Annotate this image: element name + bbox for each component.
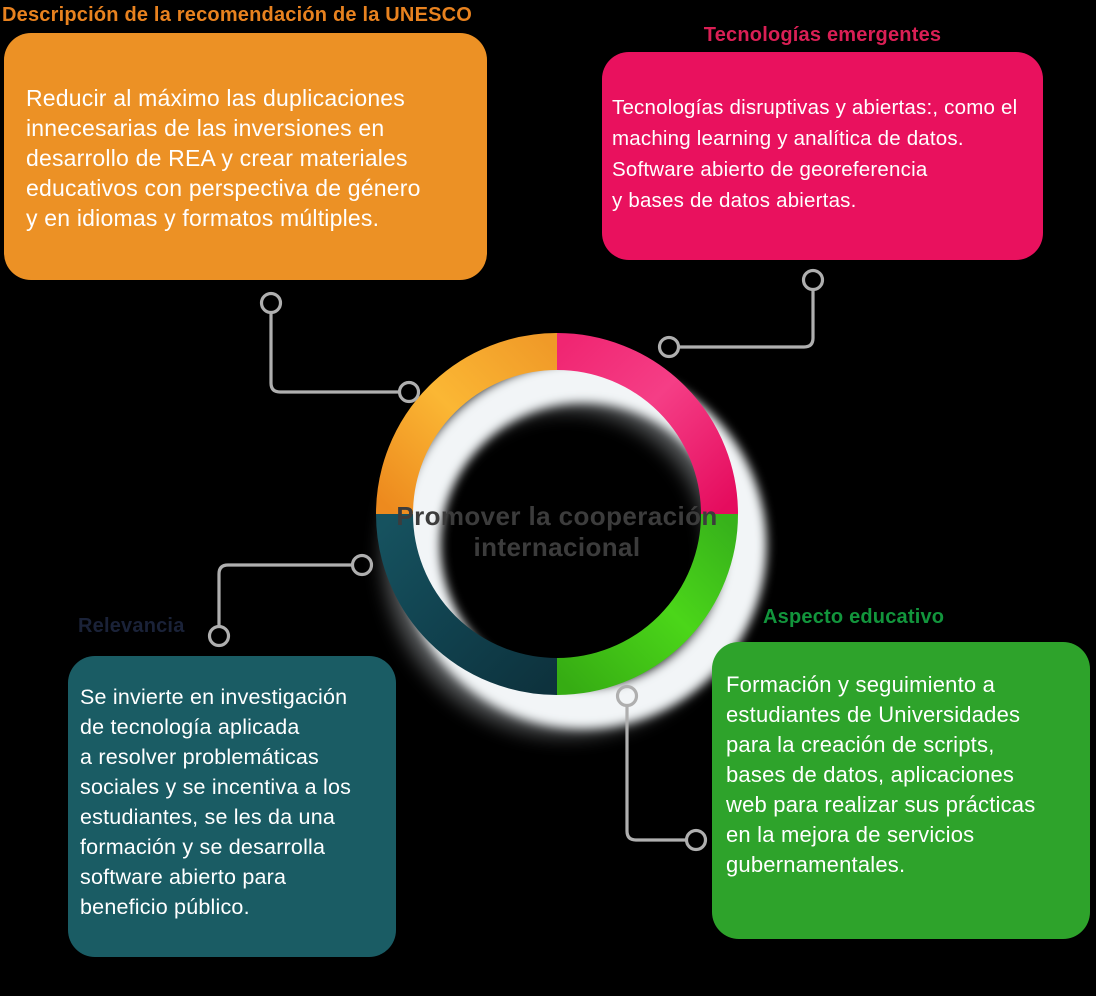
connector-emergentes [679, 290, 815, 349]
info-box-educativo: Formación y seguimiento a estudiantes de… [712, 642, 1090, 939]
section-title-emergentes: Tecnologías emergentes [703, 24, 942, 46]
section-title-educativo: Aspecto educativo [763, 606, 945, 628]
info-box-relevancia: Se invierte en investigación de tecnolog… [68, 656, 396, 957]
ring-shadow-white [399, 361, 767, 729]
connector-dot [801, 268, 825, 292]
connector-dot [259, 291, 283, 315]
info-box-emergentes: Tecnologías disruptivas y abiertas:, com… [602, 52, 1043, 260]
info-box-educativo-text: Formación y seguimiento a estudiantes de… [726, 672, 1036, 877]
connector-dot [207, 624, 231, 648]
segment-educativo-green [556, 513, 738, 695]
info-box-relevancia-text: Se invierte en investigación de tecnolog… [80, 685, 352, 919]
connector-educativo [625, 706, 686, 842]
segment-emergentes-pink [556, 333, 738, 515]
segment-relevancia-teal [376, 513, 558, 695]
chart-center-label: Promover la cooperación internacional [396, 501, 718, 562]
connector-dot [615, 684, 639, 708]
connector-dot [397, 380, 421, 404]
info-box-unesco-text: Reducir al máximo las duplicaciones inne… [26, 85, 421, 231]
section-title-unesco: Descripción de la recomendación de la UN… [2, 4, 473, 26]
info-box-emergentes-text: Tecnologías disruptivas y abiertas:, com… [612, 96, 1018, 212]
segment-unesco-orange [376, 333, 558, 515]
connector-dot [350, 553, 374, 577]
connector-relevancia [217, 563, 352, 626]
section-title-relevancia: Relevancia [78, 615, 185, 637]
connector-dot [657, 335, 681, 359]
connector-dot [684, 828, 708, 852]
connector-unesco [269, 313, 399, 394]
info-box-unesco: Reducir al máximo las duplicaciones inne… [4, 33, 487, 280]
